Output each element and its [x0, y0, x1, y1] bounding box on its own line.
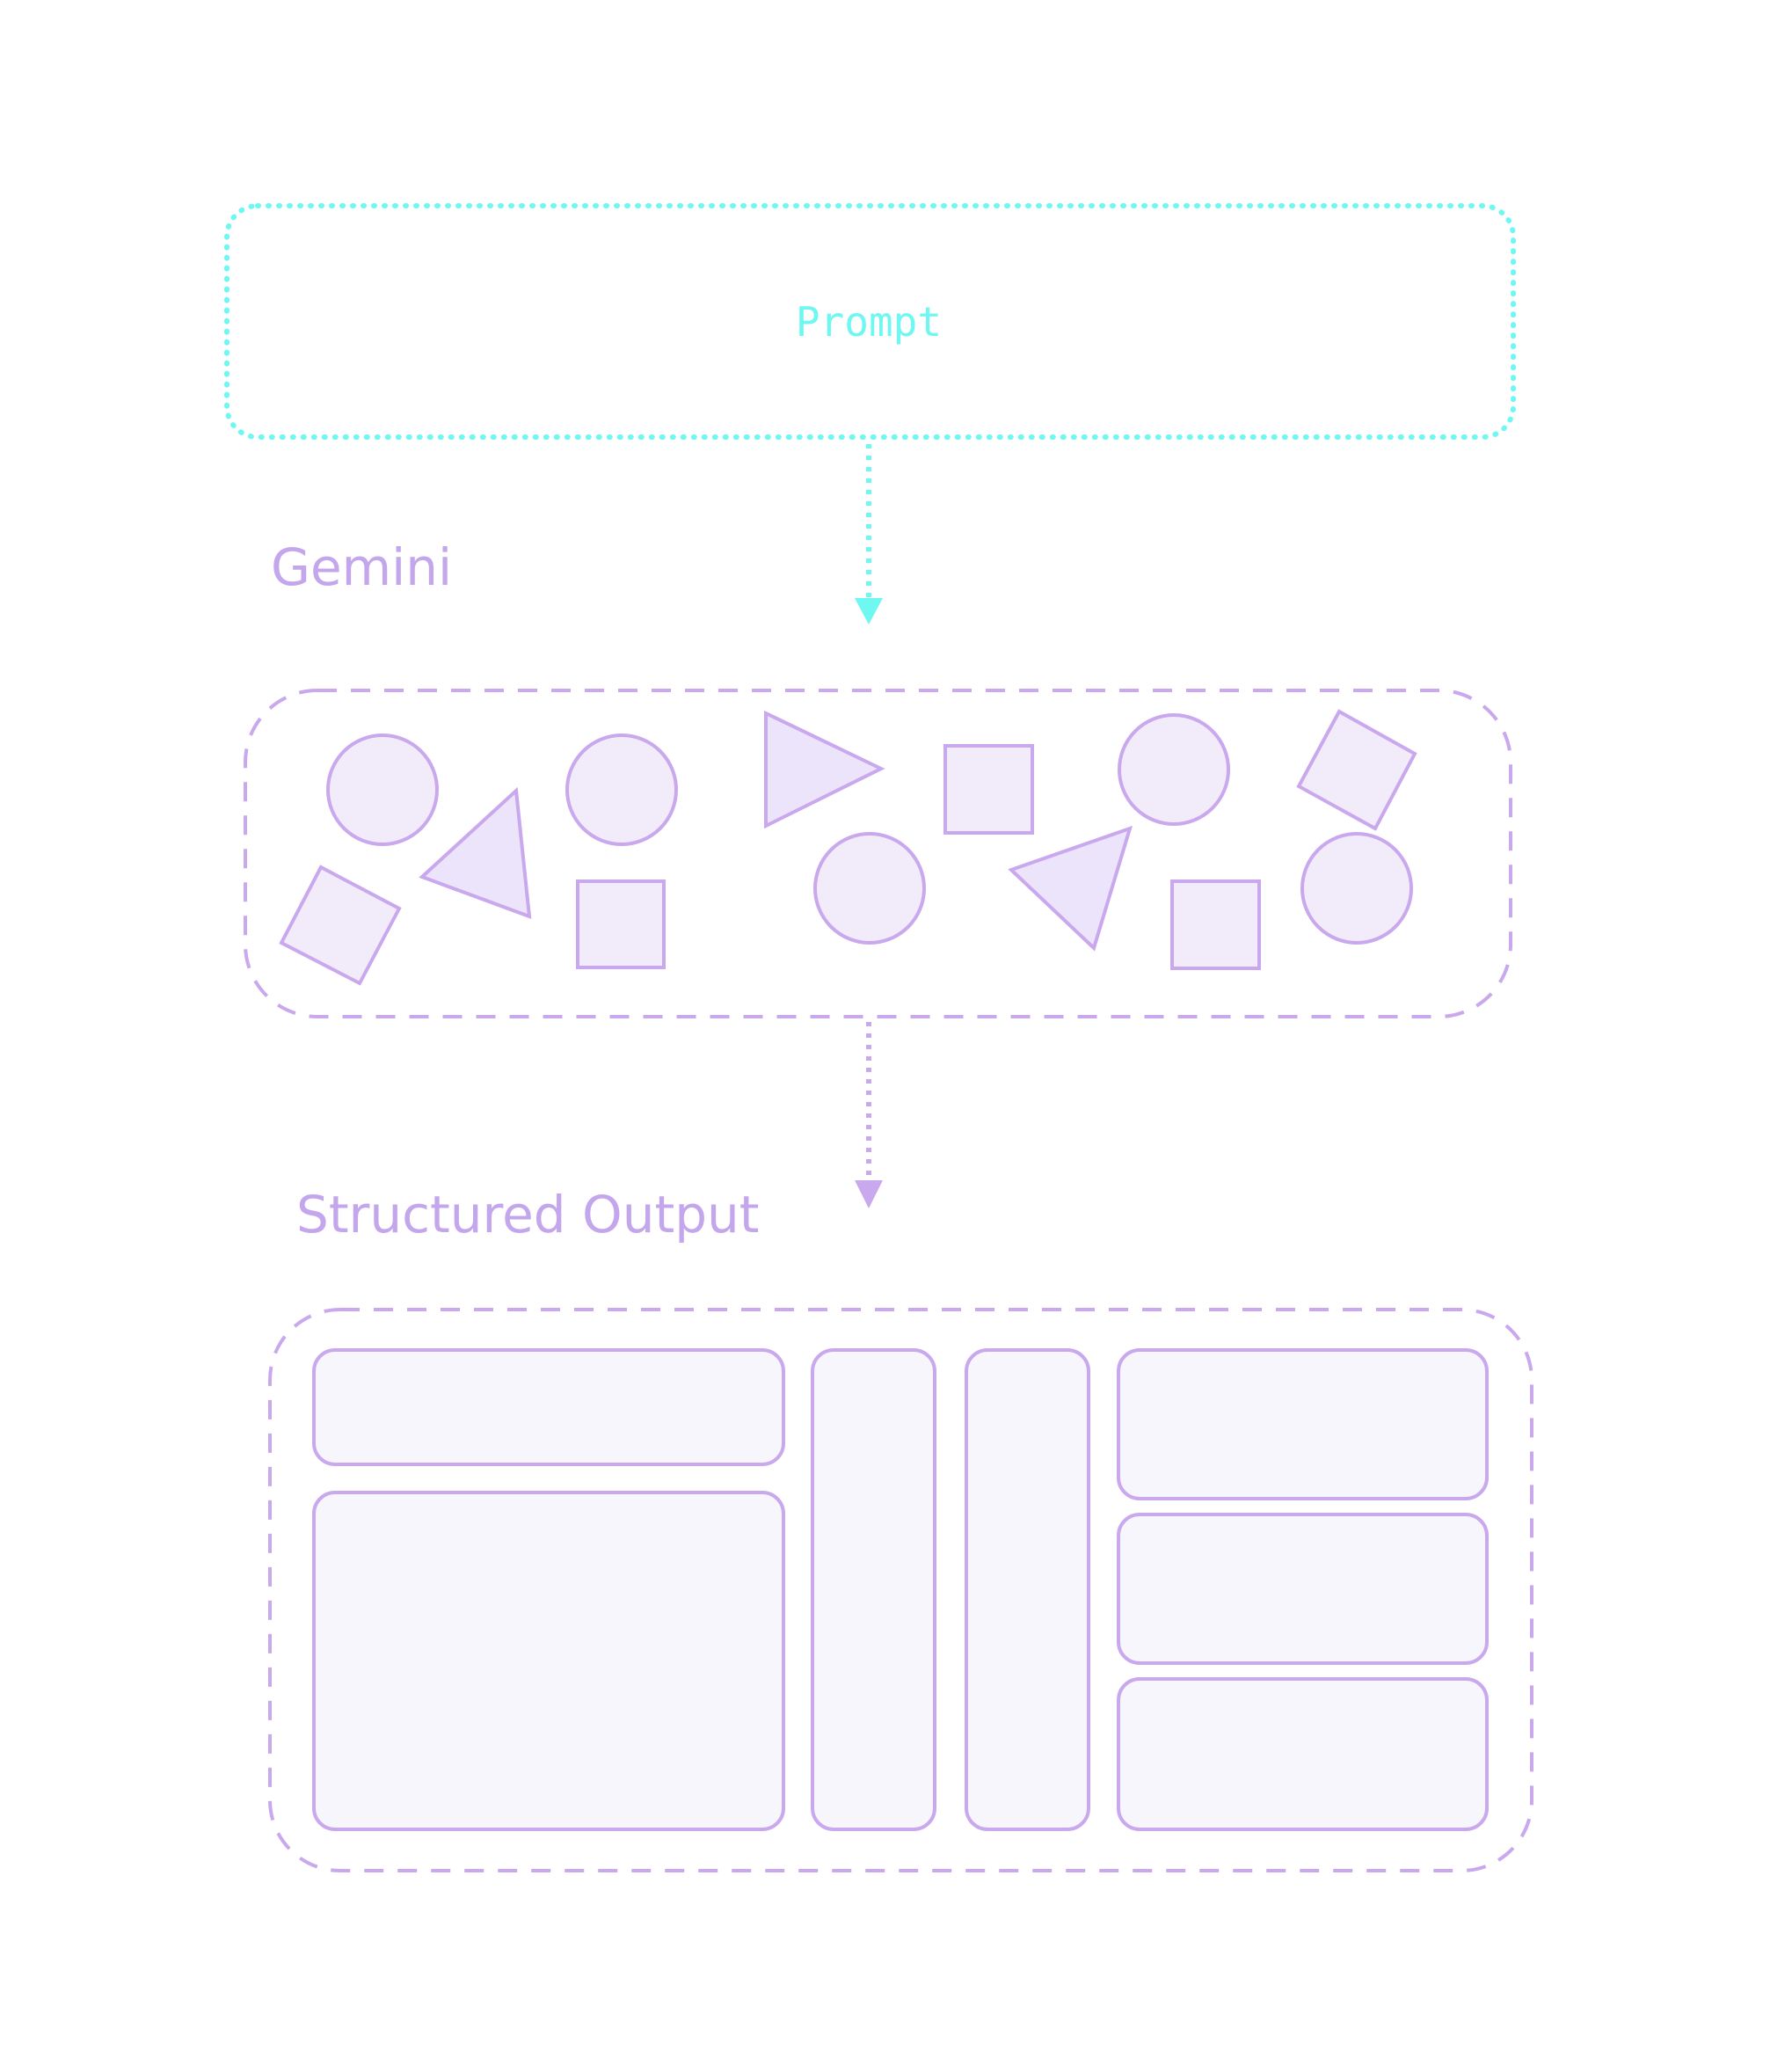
output-panel-right-middle[interactable] [1117, 1513, 1489, 1665]
structured-output-box [268, 1308, 1533, 1872]
gemini-model-box [244, 689, 1512, 1018]
output-panel-right-top[interactable] [1117, 1348, 1489, 1500]
prompt-label: Prompt [796, 298, 942, 346]
diamond-square-shape [279, 865, 402, 986]
gemini-container[interactable] [244, 689, 1512, 1018]
diamond-square-shape [1296, 709, 1417, 831]
prompt-arrow-head [855, 598, 883, 624]
square-shape [943, 744, 1034, 835]
output-panel-right-bottom[interactable] [1117, 1677, 1489, 1831]
circle-shape [565, 733, 678, 846]
circle-shape [326, 733, 439, 846]
circle-shape [813, 832, 926, 945]
model-to-output-arrow [855, 1022, 883, 1208]
gemini-label: Gemini [271, 537, 452, 597]
structured-output-container[interactable] [268, 1308, 1533, 1872]
prompt-to-model-arrow [855, 444, 883, 624]
output-panel-bottom-left[interactable] [312, 1491, 785, 1831]
triangle-shape [419, 786, 532, 919]
prompt-box[interactable] [224, 203, 1516, 440]
triangle-shape [1008, 825, 1133, 952]
output-panel-column-one[interactable] [811, 1348, 936, 1831]
square-shape [1170, 879, 1261, 970]
circle-shape [1300, 832, 1413, 945]
circle-shape [1118, 713, 1230, 826]
output-arrow-head [855, 1180, 883, 1208]
output-panel-top-left[interactable] [312, 1348, 785, 1466]
output-panel-column-two[interactable] [965, 1348, 1090, 1831]
triangle-shape [764, 710, 885, 829]
structured-output-label: Structured Output [296, 1185, 760, 1244]
square-shape [576, 879, 666, 969]
prompt-box-group: Prompt [224, 203, 1516, 440]
